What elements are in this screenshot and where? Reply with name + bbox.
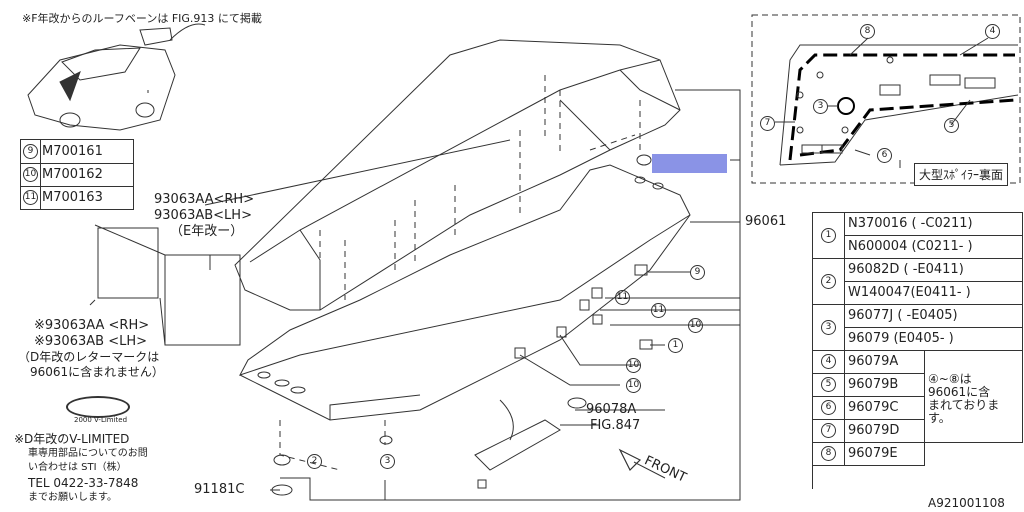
callout-9: 9 (690, 265, 705, 280)
decal-frame-2 (165, 255, 240, 345)
callout-2: 2 (307, 454, 322, 469)
table-note: ④~⑧は 96061に含 まれておりま す。 (925, 351, 1023, 443)
decal-frame-1 (98, 228, 158, 298)
old-decal-lh: ※93063AB <LH> (34, 334, 147, 349)
callout-grommet: 96078A (586, 402, 637, 417)
inset-frame (752, 15, 1020, 183)
decal-lh: 93063AB<LH> (154, 208, 252, 223)
table-cell: N370016 ( -C0211) (845, 213, 1023, 236)
vlimited-badge: 2000 V-Limited (62, 392, 132, 424)
vlimited-note-2: 車専用部品についてのお問 (28, 448, 148, 459)
table-row-ref: 4 (813, 351, 845, 374)
vlimited-tel: TEL 0422-33-7848 (28, 476, 139, 490)
table-cell: N600004 (C0211- ) (845, 236, 1023, 259)
table-cell: 96079B (845, 374, 925, 397)
vlimited-note-1: ※D年改のV-LIMITED (14, 432, 130, 446)
table-cell: 96079 (E0405- ) (845, 328, 1023, 351)
decal-rh: 93063AA<RH> (154, 192, 255, 207)
part-code-row: 11 M700163 (23, 190, 103, 205)
front-arrow (620, 450, 640, 470)
inset-callout-6: 6 (877, 148, 892, 163)
table-cell: 96079E (845, 443, 925, 466)
callout-3: 3 (380, 454, 395, 469)
table-row-ref: 2 (813, 259, 845, 305)
table-cell: 96082D ( -E0411) (845, 259, 1023, 282)
part-code-row: 10 M700162 (21, 163, 133, 187)
old-decal-note-1: （D年改のレターマークは (18, 350, 160, 364)
part-codes-left: 9 M700161 10 M700162 11 M700163 (20, 139, 134, 210)
table-row-ref: 8 (813, 443, 845, 466)
callout-11b: 11 (651, 303, 666, 318)
callout-10a: 10 (688, 318, 703, 333)
roof-vane-note: ※F年改からのルーフベーンは FIG.913 にて掲載 (22, 12, 262, 25)
inset-callout-4: 4 (985, 24, 1000, 39)
medium-spoiler-outline (240, 165, 690, 420)
table-row-ref: 3 (813, 305, 845, 351)
vlimited-note-3: い合わせは STI（株） (28, 462, 127, 473)
table-cell: 96079D (845, 420, 925, 443)
inset-caption: 大型ｽﾎﾟｲﾗｰ裏面 (914, 163, 1009, 186)
car-illustration (28, 24, 205, 130)
inset-callout-3: 3 (813, 99, 828, 114)
table-cell: 96077J ( -E0405) (845, 305, 1023, 328)
table-cell: 96079A (845, 351, 925, 374)
inset-callout-5: 5 (944, 118, 959, 133)
callout-10b: 10 (626, 358, 641, 373)
vlimited-note-5: までお願いします。 (28, 492, 117, 503)
callout-1: 1 (668, 338, 683, 353)
large-spoiler-outline (235, 40, 680, 310)
table-row-ref: 6 (813, 397, 845, 420)
table-cell: 96079C (845, 397, 925, 420)
table-row-ref: 7 (813, 420, 845, 443)
inset-callout-8: 8 (860, 24, 875, 39)
callout-10c: 10 (626, 378, 641, 393)
table-row-ref: 1 (813, 213, 845, 259)
callout-clip: 91181C (194, 482, 245, 497)
inset-callout-7: 7 (760, 116, 775, 131)
brake-light-outline (475, 420, 560, 470)
old-decal-rh: ※93063AA <RH> (34, 318, 150, 333)
part-code-row: 9 M700161 (21, 140, 133, 164)
old-decal-note-2: 96061に含まれません） (30, 365, 164, 379)
redacted-label (652, 154, 727, 173)
parts-table: 1 N370016 ( -C0211) N600004 (C0211- ) 2 … (812, 212, 1023, 489)
hardware-parts (272, 265, 652, 495)
callout-main-part: 96061 (745, 214, 787, 229)
table-row-ref: 5 (813, 374, 845, 397)
decal-year: （E年改ー） (170, 224, 244, 239)
table-cell: W140047(E0411- ) (845, 282, 1023, 305)
figure-id: A921001108 (928, 496, 1005, 510)
callout-fig-ref: FIG.847 (590, 418, 641, 433)
callout-11a: 11 (615, 290, 630, 305)
